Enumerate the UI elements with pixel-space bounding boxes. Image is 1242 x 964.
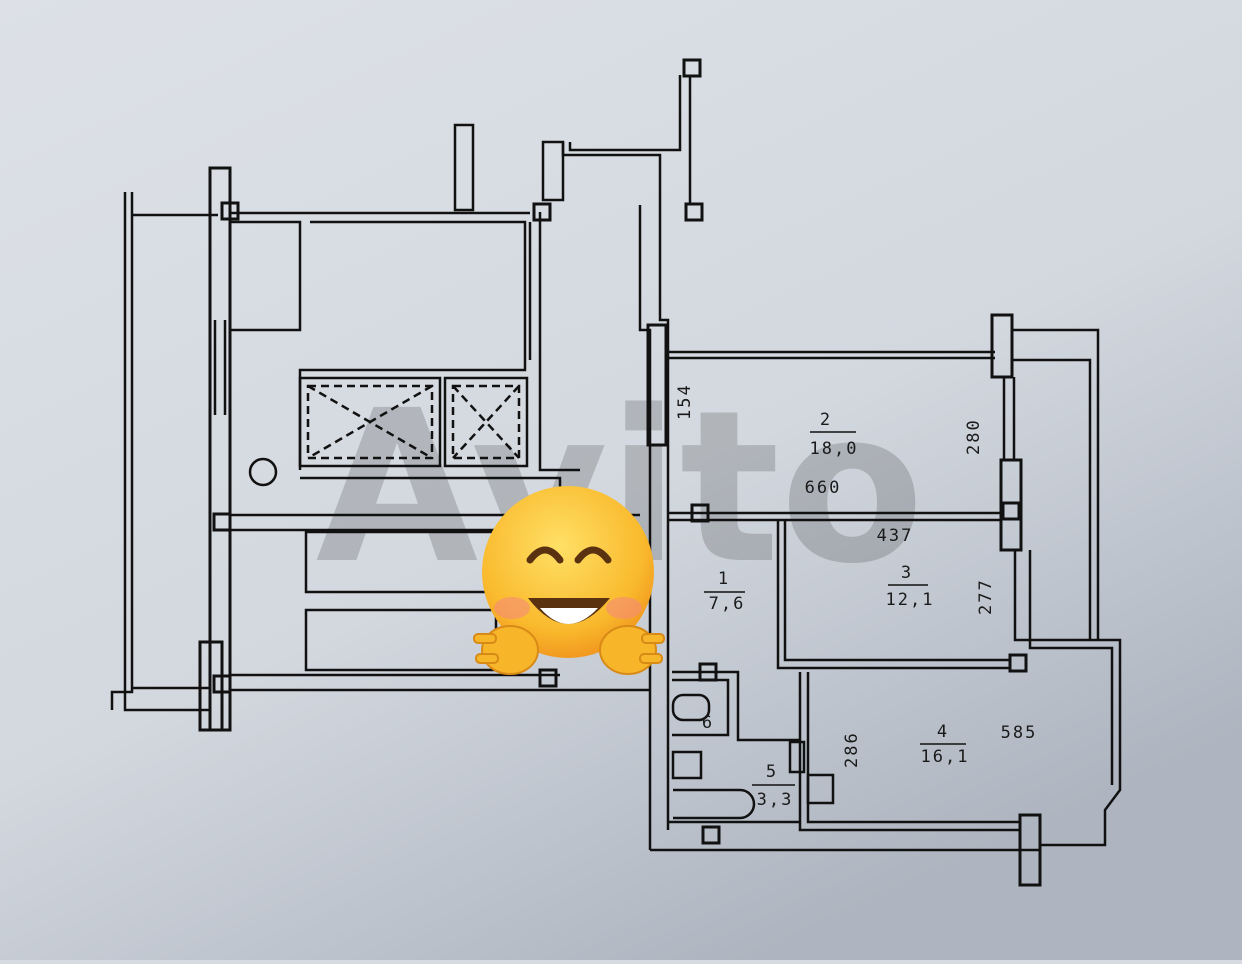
room-4-number: 4 bbox=[937, 722, 949, 742]
room-labels: 154 2 18,0 280 660 437 3 12,1 1 7,6 277 … bbox=[675, 383, 1038, 810]
dim-286: 286 bbox=[842, 731, 862, 768]
dim-277: 277 bbox=[976, 578, 996, 615]
room-5-area: 3,3 bbox=[757, 790, 794, 810]
walls bbox=[110, 58, 1122, 887]
dim-585: 585 bbox=[1001, 723, 1038, 743]
dim-437: 437 bbox=[877, 526, 914, 546]
room-3-area: 12,1 bbox=[886, 590, 935, 610]
room-1-number: 1 bbox=[718, 569, 730, 589]
room-3-number: 3 bbox=[901, 563, 913, 583]
dim-660: 660 bbox=[805, 478, 842, 498]
room-2-number: 2 bbox=[820, 410, 832, 430]
dim-154: 154 bbox=[675, 383, 695, 420]
room-6-number: 6 bbox=[702, 713, 714, 733]
room-2-area: 18,0 bbox=[810, 439, 859, 459]
dim-280: 280 bbox=[964, 418, 984, 455]
room-1-area: 7,6 bbox=[709, 594, 746, 614]
room-5-number: 5 bbox=[766, 762, 778, 782]
room-4-area: 16,1 bbox=[921, 747, 970, 767]
smiling-face-with-open-hands-emoji-icon bbox=[473, 486, 665, 675]
